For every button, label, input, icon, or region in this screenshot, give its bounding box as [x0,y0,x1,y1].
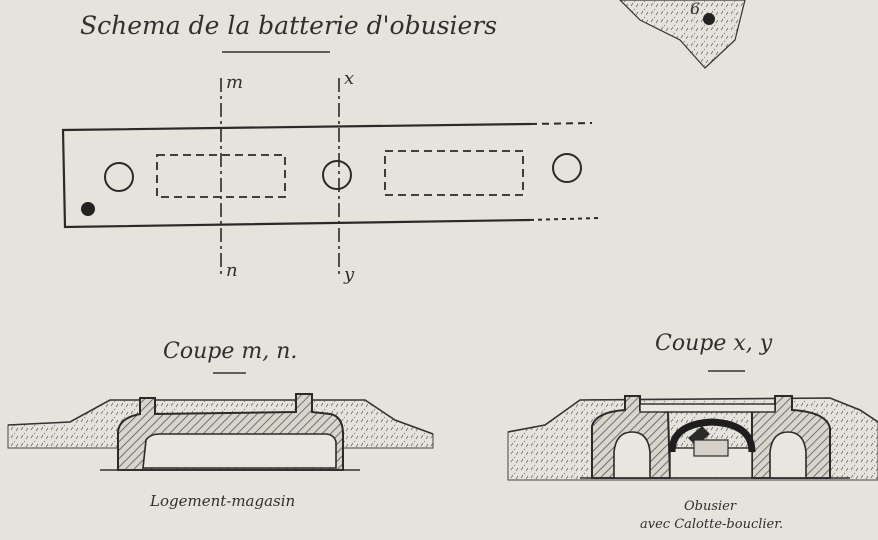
section-xy-caption-1: Obusier [684,499,737,514]
section-mark-x: x [344,68,354,89]
plan-continuation-bottom [529,217,599,221]
section-mn-caption: Logement-magasin [149,492,295,510]
plan-outline [61,122,531,229]
section-mark-m: m [226,72,243,93]
section-mark-y: y [343,264,355,285]
section-xy-caption-2: avec Calotte-bouclier. [640,517,783,532]
section-xy-heading: Coupe x, y [655,331,773,356]
section-mn-heading: Coupe m, n. [163,339,297,364]
left-casemate-door [613,431,651,479]
howitzer-carriage [693,439,729,457]
corner-map-fragment: 6 [619,0,746,69]
plan-continuation-top [529,122,593,125]
filled-dot-marker [81,202,95,216]
section-xy: Coupe x, y Obusier avec Calotte-bouclier… [507,331,878,532]
gun-emplacement-circle [552,153,582,183]
calotte-shield [668,418,756,453]
corner-label: 6 [690,0,700,18]
magazine-dashed-rect [384,150,524,196]
shelter-chamber [142,433,337,469]
cupola-roof [639,403,776,413]
section-mark-n: n [226,260,238,281]
gun-emplacement-circle [322,160,352,190]
section-mn: Coupe m, n. Logement-magasin [7,339,434,510]
diagram-title: Schema de la batterie d'obusiers [80,11,497,40]
right-casemate-door [769,431,807,479]
gun-emplacement-circle [104,162,134,192]
battery-plan: m n x y [61,68,599,285]
corner-dot [703,13,715,25]
